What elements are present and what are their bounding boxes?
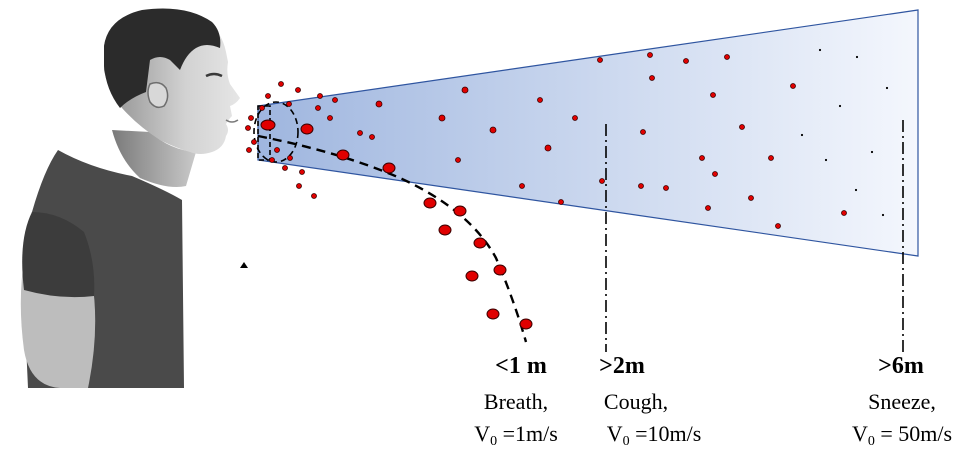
aerosol-speck	[838, 104, 842, 108]
droplet	[423, 197, 437, 209]
droplet	[558, 199, 564, 205]
droplet	[775, 223, 781, 229]
droplet	[493, 264, 507, 276]
cough-velocity-label: V0 =10m/s	[606, 421, 702, 449]
spray-cone	[257, 9, 919, 257]
droplet	[315, 105, 321, 111]
droplet	[544, 144, 552, 152]
sleeve	[22, 212, 95, 298]
droplet	[519, 318, 533, 330]
droplet	[296, 183, 302, 189]
droplet	[375, 100, 383, 108]
ear	[147, 81, 169, 109]
droplet	[245, 125, 251, 131]
droplet	[683, 58, 689, 64]
droplet	[265, 93, 271, 99]
droplet	[248, 115, 254, 121]
droplet	[438, 224, 452, 236]
droplet	[638, 183, 644, 189]
aerosol-speck	[824, 158, 828, 162]
droplet	[295, 87, 301, 93]
cough-distance-label: >2m	[599, 353, 645, 379]
droplet	[705, 205, 711, 211]
droplet	[286, 101, 292, 107]
droplet	[369, 134, 375, 140]
droplet	[489, 126, 497, 134]
droplet	[327, 115, 333, 121]
droplet	[357, 130, 363, 136]
breath-velocity-label: V0 =1m/s	[474, 421, 558, 449]
aerosol-speck	[870, 150, 874, 154]
droplet	[300, 123, 314, 135]
sneeze-distance-label: >6m	[878, 353, 924, 379]
breath-kind-label: Breath,	[483, 389, 549, 414]
person-figure	[20, 8, 240, 388]
droplet	[739, 124, 745, 130]
droplet	[790, 83, 796, 89]
droplet	[597, 57, 603, 63]
droplet	[748, 195, 754, 201]
droplet	[259, 105, 265, 111]
neck	[112, 130, 196, 187]
droplets	[245, 48, 889, 330]
emission-ellipse	[253, 101, 299, 163]
droplet	[710, 92, 716, 98]
droplet	[260, 119, 276, 131]
droplet	[712, 171, 718, 177]
droplet	[599, 178, 605, 184]
breath-trajectory	[257, 134, 528, 343]
droplet	[519, 183, 525, 189]
droplet	[299, 169, 305, 175]
cough-kind-label: Cough,	[603, 389, 669, 414]
droplet	[274, 147, 280, 153]
breath-distance-label: <1 m	[495, 353, 547, 379]
droplet	[453, 205, 467, 217]
droplet	[382, 162, 396, 174]
droplet	[311, 193, 317, 199]
droplet	[663, 185, 669, 191]
aerosol-speck	[881, 213, 885, 217]
droplet	[486, 308, 500, 320]
sneeze-kind-label: Sneeze,	[868, 389, 936, 414]
droplet	[317, 93, 323, 99]
marker-triangle	[240, 262, 248, 268]
droplet	[336, 149, 350, 161]
eye	[205, 72, 223, 78]
aerosol-speck	[800, 133, 804, 137]
aerosol-speck	[885, 86, 889, 90]
droplet	[465, 270, 479, 282]
mouth	[225, 119, 239, 123]
droplet	[647, 52, 653, 58]
droplet	[246, 147, 252, 153]
droplet	[282, 165, 288, 171]
droplet	[699, 155, 705, 161]
aerosol-speck	[855, 55, 859, 59]
aerosol-speck	[854, 188, 858, 192]
hair	[104, 8, 221, 108]
aerosol-speck	[818, 48, 822, 52]
droplet	[572, 115, 578, 121]
droplet	[768, 155, 774, 161]
sneeze-velocity-label: V0 = 50m/s	[851, 421, 953, 449]
droplet	[251, 139, 257, 145]
droplet	[724, 54, 730, 60]
droplet	[438, 114, 446, 122]
droplet	[640, 129, 646, 135]
droplet	[269, 157, 275, 163]
emission-mouth-box	[257, 105, 271, 161]
droplet	[649, 75, 655, 81]
droplet	[537, 97, 543, 103]
droplet	[278, 81, 284, 87]
droplet	[332, 97, 338, 103]
droplet	[455, 157, 461, 163]
droplet	[473, 237, 487, 249]
droplet	[841, 210, 847, 216]
droplet	[461, 86, 469, 94]
droplet	[287, 155, 293, 161]
